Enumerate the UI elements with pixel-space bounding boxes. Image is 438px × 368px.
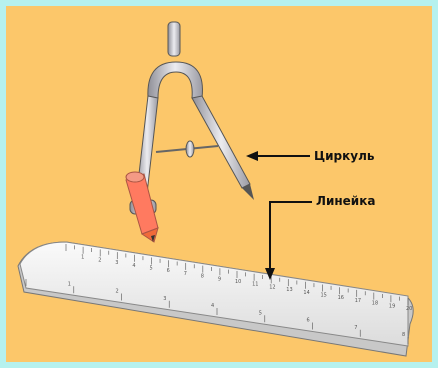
ruler-number-bottom: 8 — [402, 332, 405, 338]
ruler-number-top: 16 — [338, 295, 344, 301]
ruler-number-top: 18 — [372, 301, 378, 307]
ruler-number-top: 4 — [132, 263, 135, 269]
ruler-number-top: 19 — [389, 303, 395, 309]
ruler-number-bottom: 2 — [116, 289, 119, 295]
ruler-number-top: 2 — [98, 257, 101, 263]
ruler-number-top: 14 — [303, 290, 309, 296]
ruler-number-top: 15 — [321, 293, 327, 299]
ruler-number-bottom: 5 — [259, 310, 262, 316]
ruler-number-top: 5 — [150, 266, 153, 272]
ruler-number-top: 11 — [252, 282, 258, 288]
ruler-number-top: 8 — [201, 274, 204, 280]
ruler-number-top: 12 — [269, 284, 275, 290]
ruler-number-bottom: 4 — [211, 303, 214, 309]
ruler-number-top: 6 — [167, 268, 170, 274]
ruler-number-top: 1 — [81, 255, 84, 261]
ruler-number-top: 7 — [184, 271, 187, 277]
ruler-number-top: 3 — [115, 260, 118, 266]
ruler-number-bottom: 1 — [68, 281, 71, 287]
ruler-number-bottom: 7 — [354, 325, 357, 331]
ruler-number-bottom: 6 — [307, 318, 310, 324]
ruler-number-top: 20 — [406, 306, 412, 312]
ruler-number-top: 13 — [286, 287, 292, 293]
compass-icon — [130, 22, 254, 214]
ruler-number-top: 9 — [218, 276, 221, 282]
ruler-number-bottom: 3 — [163, 296, 166, 302]
arrow-icon — [246, 151, 310, 161]
ruler-label: Линейка — [316, 194, 375, 208]
ruler-number-top: 10 — [235, 279, 241, 285]
ruler-number-top: 17 — [355, 298, 361, 304]
compass-label: Циркуль — [314, 149, 374, 163]
ruler-arrow-icon — [265, 202, 312, 280]
